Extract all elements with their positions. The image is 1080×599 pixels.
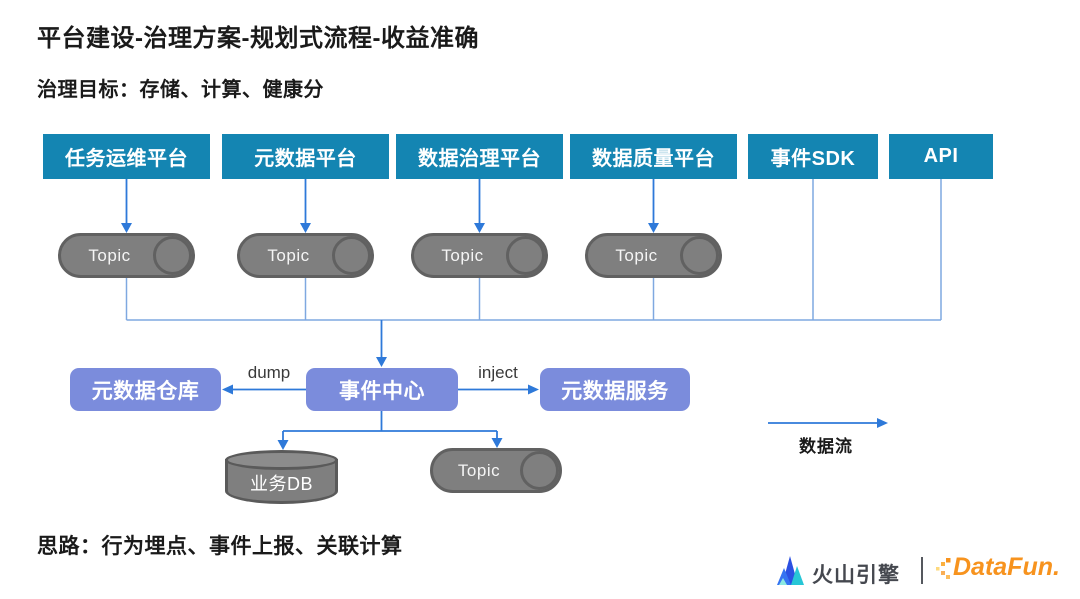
page-title: 平台建设-治理方案-规划式流程-收益准确: [37, 25, 479, 52]
platform-box-data-quality: 数据质量平台: [570, 134, 737, 179]
topic-label: Topic: [441, 245, 484, 265]
node-label: 元数据仓库: [91, 379, 200, 403]
platform-box-task-ops: 任务运维平台: [43, 134, 210, 179]
cylinder-cap-icon: [332, 236, 371, 275]
topic-cylinder-1: Topic: [58, 233, 195, 278]
node-label: 元数据服务: [561, 379, 669, 403]
data-flow-legend-label: 数据流: [799, 437, 853, 456]
platform-box-api: API: [889, 134, 993, 179]
dump-label: dump: [247, 363, 291, 382]
platform-box-label: API: [923, 145, 959, 167]
approach-footnote: 思路：行为埋点、事件上报、关联计算: [37, 535, 403, 558]
platform-box-metadata: 元数据平台: [222, 134, 389, 179]
governance-goal-subtitle: 治理目标：存储、计算、健康分: [37, 79, 324, 101]
topic-cylinder-2: Topic: [237, 233, 374, 278]
topic-label: Topic: [457, 460, 501, 480]
datafun-wordmark: DataFun.: [953, 553, 1060, 581]
platform-box-label: 数据质量平台: [592, 148, 715, 170]
platform-box-label: 元数据平台: [254, 148, 357, 170]
logo-separator: [921, 557, 923, 584]
cylinder-cap-icon: [506, 236, 545, 275]
light-bus-lines: [125, 179, 942, 321]
platform-box-label: 事件SDK: [770, 148, 856, 170]
node-label: 事件中心: [339, 379, 425, 403]
node-metadata-service: 元数据服务: [540, 368, 690, 411]
topic-label: Topic: [615, 245, 658, 265]
topic-label: Topic: [88, 245, 131, 265]
inject-label: inject: [478, 363, 518, 382]
platform-box-label: 数据治理平台: [418, 148, 541, 170]
cylinder-cap-icon: [520, 451, 559, 490]
datafun-dots-icon: [936, 558, 951, 579]
topic-cylinder-3: Topic: [411, 233, 548, 278]
business-db-label: 业务DB: [249, 474, 313, 494]
arrow-lines: [125, 179, 877, 441]
database-cylinder-top-icon: [225, 450, 338, 470]
topic-cylinder-4: Topic: [585, 233, 722, 278]
platform-box-data-governance: 数据治理平台: [396, 134, 563, 179]
node-event-center: 事件中心: [306, 368, 458, 411]
volcengine-logo-icon: [777, 556, 804, 585]
cylinder-cap-icon: [153, 236, 192, 275]
arrow-heads: [121, 223, 888, 450]
node-metadata-warehouse: 元数据仓库: [70, 368, 221, 411]
volcengine-wordmark: 火山引擎: [812, 564, 900, 587]
platform-box-event-sdk: 事件SDK: [748, 134, 878, 179]
topic-label: Topic: [267, 245, 310, 265]
platform-box-label: 任务运维平台: [65, 148, 188, 170]
cylinder-cap-icon: [680, 236, 719, 275]
topic-cylinder-bottom: Topic: [430, 448, 562, 493]
